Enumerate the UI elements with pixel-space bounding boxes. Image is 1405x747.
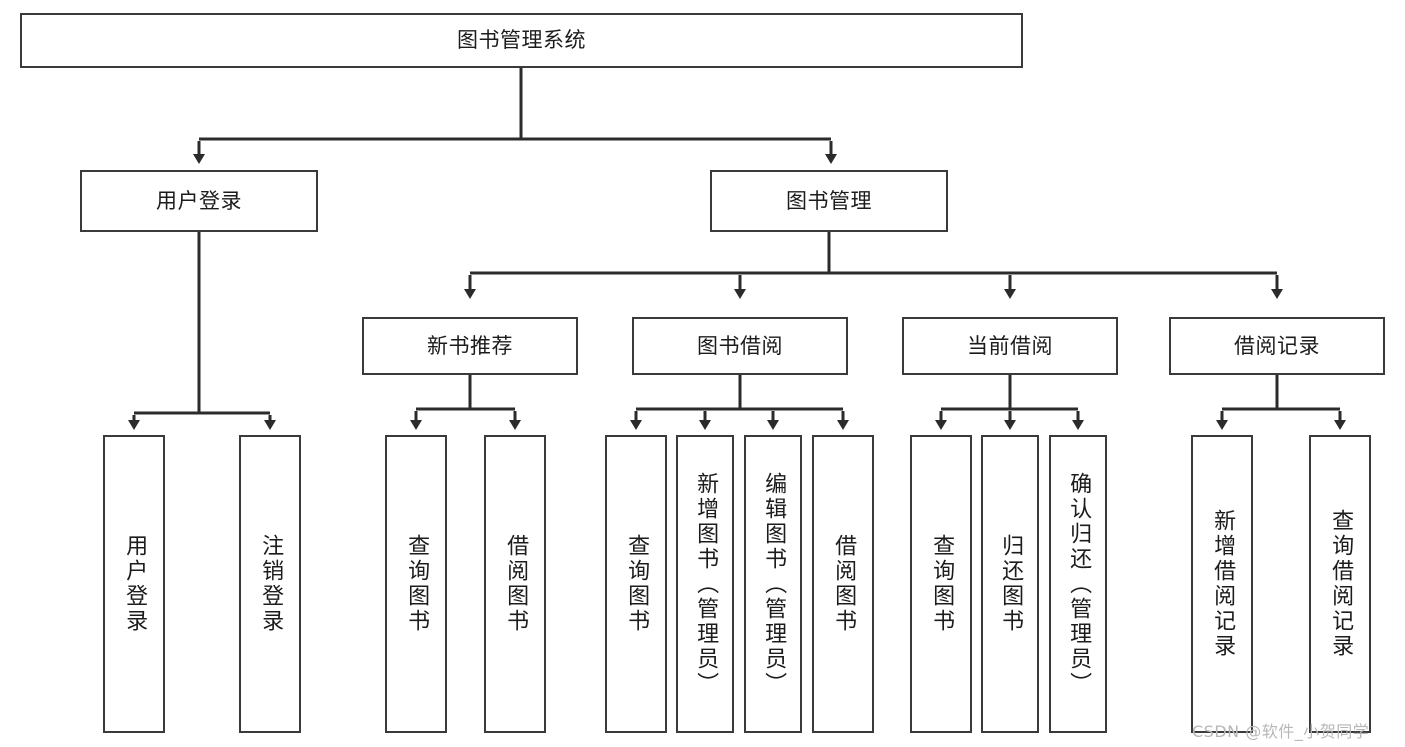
node-leaf-borrow-book-b[interactable]: 借阅图书	[812, 435, 874, 733]
node-book-manage-label: 图书管理	[786, 188, 872, 213]
node-current-borrow-label: 当前借阅	[967, 333, 1053, 358]
node-leaf-return-book[interactable]: 归还图书	[981, 435, 1039, 733]
node-leaf-query-book-a-label: 查询图书	[404, 534, 430, 634]
node-book-borrow-label: 图书借阅	[697, 333, 783, 358]
node-leaf-confirm-return[interactable]: 确认归还（管理员）	[1049, 435, 1107, 733]
node-leaf-query-record-label: 查询借阅记录	[1328, 509, 1354, 659]
node-leaf-query-book-b[interactable]: 查询图书	[605, 435, 667, 733]
node-book-borrow[interactable]: 图书借阅	[632, 317, 848, 375]
node-leaf-query-book-b-label: 查询图书	[624, 534, 650, 634]
node-leaf-borrow-book-b-label: 借阅图书	[831, 534, 857, 634]
node-root[interactable]: 图书管理系统	[20, 13, 1023, 68]
node-user-login[interactable]: 用户登录	[80, 170, 318, 232]
node-leaf-user-login[interactable]: 用户登录	[103, 435, 165, 733]
node-leaf-query-book-c-label: 查询图书	[929, 534, 955, 634]
node-current-borrow[interactable]: 当前借阅	[902, 317, 1118, 375]
node-root-label: 图书管理系统	[457, 28, 586, 53]
node-leaf-edit-book-label: 编辑图书（管理员）	[761, 471, 787, 697]
node-leaf-query-book-c[interactable]: 查询图书	[910, 435, 972, 733]
node-leaf-borrow-book-a[interactable]: 借阅图书	[484, 435, 546, 733]
node-leaf-borrow-book-a-label: 借阅图书	[503, 534, 529, 634]
node-leaf-add-book[interactable]: 新增图书（管理员）	[676, 435, 734, 733]
node-leaf-user-login-label: 用户登录	[122, 534, 148, 634]
node-leaf-logout-label: 注销登录	[258, 534, 284, 634]
node-new-book-rec[interactable]: 新书推荐	[362, 317, 578, 375]
node-leaf-logout[interactable]: 注销登录	[239, 435, 301, 733]
node-leaf-add-record-label: 新增借阅记录	[1210, 509, 1236, 659]
node-leaf-query-record[interactable]: 查询借阅记录	[1309, 435, 1371, 733]
node-new-book-rec-label: 新书推荐	[427, 333, 513, 358]
node-borrow-record-label: 借阅记录	[1234, 333, 1320, 358]
node-leaf-edit-book[interactable]: 编辑图书（管理员）	[744, 435, 802, 733]
node-leaf-add-book-label: 新增图书（管理员）	[693, 471, 719, 697]
csdn-watermark: CSDN @软件_小贺同学	[1192, 722, 1370, 741]
node-book-manage[interactable]: 图书管理	[710, 170, 948, 232]
node-leaf-add-record[interactable]: 新增借阅记录	[1191, 435, 1253, 733]
node-borrow-record[interactable]: 借阅记录	[1169, 317, 1385, 375]
node-leaf-return-book-label: 归还图书	[998, 534, 1024, 634]
node-user-login-label: 用户登录	[156, 188, 242, 213]
node-leaf-confirm-return-label: 确认归还（管理员）	[1066, 471, 1092, 697]
node-leaf-query-book-a[interactable]: 查询图书	[385, 435, 447, 733]
